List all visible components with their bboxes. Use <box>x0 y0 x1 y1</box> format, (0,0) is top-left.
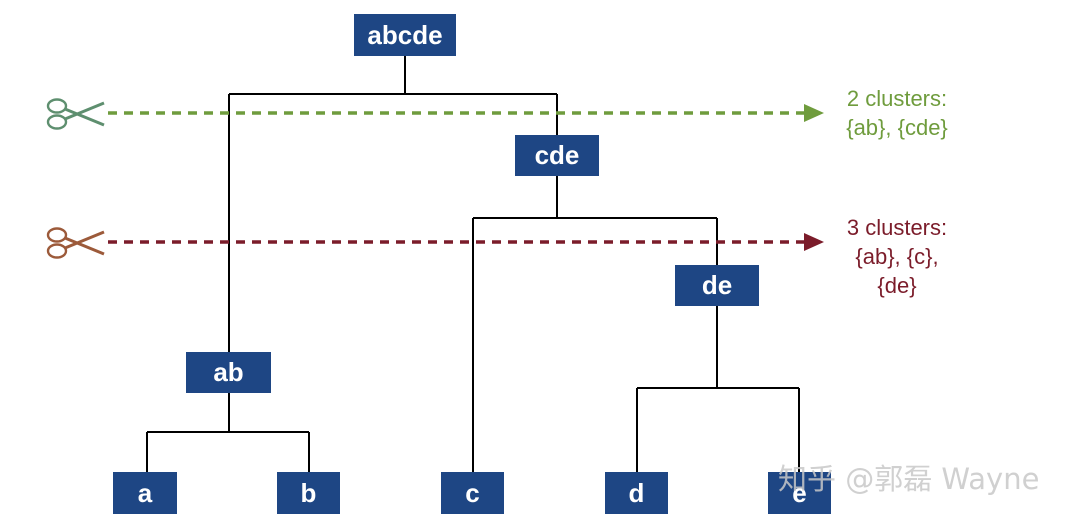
cut-arrowhead-2-clusters <box>804 104 824 122</box>
node-a: a <box>113 472 177 514</box>
node-b: b <box>277 472 340 514</box>
cut-label-3-line2: {ab}, {c}, <box>855 244 939 269</box>
node-c: c <box>441 472 504 514</box>
node-de: de <box>675 265 759 306</box>
scissors-icon <box>46 98 105 130</box>
cut-label-2-line1: 2 clusters: <box>846 86 948 111</box>
cut-label-3-clusters: 3 clusters: {ab}, {c}, {de} <box>826 213 968 300</box>
node-ab: ab <box>186 352 271 393</box>
cut-label-3-line1: 3 clusters: <box>846 215 948 240</box>
cut-arrowhead-3-clusters <box>804 233 824 251</box>
cut-label-2-line2: {ab}, {cde} <box>846 115 948 140</box>
scissors-icon <box>46 227 105 259</box>
node-d: d <box>605 472 668 514</box>
node-abcde: abcde <box>354 14 456 56</box>
node-cde: cde <box>515 135 599 176</box>
watermark: 知乎 @郭磊 Wayne <box>778 462 1040 496</box>
cut-label-2-clusters: 2 clusters: {ab}, {cde} <box>826 84 968 142</box>
node-e: e <box>768 472 831 514</box>
cut-label-3-line3: {de} <box>877 273 917 298</box>
